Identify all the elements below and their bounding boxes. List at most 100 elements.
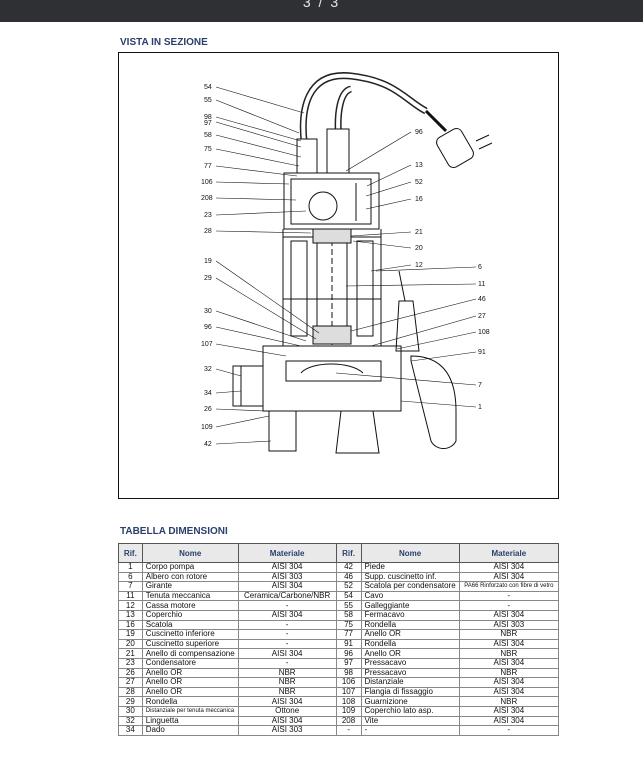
nome-cell: Corpo pompa (141, 562, 239, 573)
nome-cell: - (360, 725, 460, 736)
svg-text:34: 34 (204, 390, 212, 397)
materiale-cell: - (237, 619, 337, 631)
svg-text:42: 42 (204, 441, 212, 448)
materiale-cell: AISI 304 (237, 715, 337, 727)
svg-text:96: 96 (204, 324, 212, 331)
rif-cell: 30 (118, 705, 143, 717)
materiale-cell: AISI 304 (458, 677, 560, 688)
materiale-cell: - (237, 638, 337, 650)
nome-cell: Fermacavo (360, 609, 460, 621)
header-materiale: Materiale (458, 543, 560, 563)
rif-cell: 20 (118, 638, 143, 650)
materiale-cell: NBR (237, 667, 337, 679)
rif-cell: 109 (335, 705, 362, 717)
rif-cell: - (335, 725, 362, 736)
materiale-cell: NBR (458, 667, 560, 679)
svg-text:16: 16 (415, 196, 423, 203)
nome-cell: Tenuta meccanica (141, 590, 239, 602)
nome-cell: Cavo (360, 590, 460, 602)
svg-text:208: 208 (201, 195, 213, 202)
svg-text:75: 75 (204, 146, 212, 153)
svg-text:91: 91 (478, 349, 486, 356)
rif-cell: 52 (335, 581, 362, 592)
materiale-cell: AISI 304 (458, 638, 560, 650)
nome-cell: Scatola per condensatore (360, 581, 460, 592)
nome-cell: Albero con rotore (141, 571, 239, 583)
nome-cell: Girante (141, 581, 239, 592)
viewer-toolbar: 3 / 3 (0, 0, 643, 22)
nome-cell: Anello OR (360, 648, 460, 659)
materiale-cell: AISI 303 (237, 725, 337, 736)
svg-text:21: 21 (415, 229, 423, 236)
nome-cell: Pressacavo (360, 667, 460, 679)
svg-text:54: 54 (204, 84, 212, 91)
materiale-cell: AISI 304 (458, 609, 560, 621)
header-nome: Nome (360, 543, 460, 563)
materiale-cell: AISI 304 (237, 648, 337, 659)
nome-cell: Cuscinetto inferiore (141, 629, 239, 640)
svg-text:27: 27 (478, 313, 486, 320)
materiale-cell: Ottone (237, 705, 337, 717)
materiale-cell: AISI 304 (237, 609, 337, 621)
rif-cell: 6 (118, 571, 143, 583)
materiale-cell: AISI 304 (458, 657, 560, 669)
materiale-cell: AISI 303 (237, 571, 337, 583)
materiale-cell: NBR (237, 677, 337, 688)
nome-cell: Vite (360, 715, 460, 727)
header-rif: Rif. (118, 543, 143, 563)
svg-text:107: 107 (201, 341, 213, 348)
svg-text:109: 109 (201, 424, 213, 431)
svg-text:13: 13 (415, 162, 423, 169)
dimension-table: Rif. Nome Materiale Rif. Nome Materiale … (118, 543, 560, 736)
section-view-title: VISTA IN SEZIONE (120, 37, 208, 48)
nome-cell: Distanziale per tenuta meccanica (141, 705, 239, 717)
materiale-cell: - (237, 657, 337, 669)
nome-cell: Scatola (141, 619, 239, 631)
rif-cell: 11 (118, 590, 143, 602)
svg-text:77: 77 (204, 163, 212, 170)
rif-cell: 96 (335, 648, 362, 659)
rif-cell: 26 (118, 667, 143, 679)
nome-cell: Cassa motore (141, 600, 239, 611)
svg-text:52: 52 (415, 179, 423, 186)
nome-cell: Flangia di fissaggio (360, 686, 460, 698)
rif-cell: 54 (335, 590, 362, 602)
nome-cell: Galleggiante (360, 600, 460, 611)
rif-cell: 46 (335, 571, 362, 583)
svg-text:106: 106 (201, 179, 213, 186)
rif-cell: 34 (118, 725, 143, 736)
rif-cell: 108 (335, 696, 362, 707)
svg-text:7: 7 (478, 382, 482, 389)
table-header-row: Rif. Nome Materiale Rif. Nome Materiale (118, 543, 560, 563)
svg-text:46: 46 (478, 296, 486, 303)
materiale-cell: AISI 304 (458, 705, 560, 717)
materiale-cell: NBR (237, 686, 337, 698)
svg-text:12: 12 (415, 262, 423, 269)
nome-cell: Coperchio (141, 609, 239, 621)
header-nome: Nome (141, 543, 239, 563)
materiale-cell: AISI 304 (237, 696, 337, 707)
svg-text:20: 20 (415, 245, 423, 252)
nome-cell: Cuscinetto superiore (141, 638, 239, 650)
materiale-cell: NBR (458, 648, 560, 659)
svg-text:108: 108 (478, 329, 490, 336)
nome-cell: Condensatore (141, 657, 239, 669)
rif-cell: 208 (335, 715, 362, 727)
rif-cell: 1 (118, 562, 143, 573)
nome-cell: Pressacavo (360, 657, 460, 669)
header-rif: Rif. (335, 543, 362, 563)
materiale-cell: Ceramica/Carbone/NBR (237, 590, 337, 602)
materiale-cell: AISI 304 (458, 562, 560, 573)
svg-text:55: 55 (204, 97, 212, 104)
materiale-cell: - (458, 725, 560, 736)
svg-text:98: 98 (204, 114, 212, 121)
